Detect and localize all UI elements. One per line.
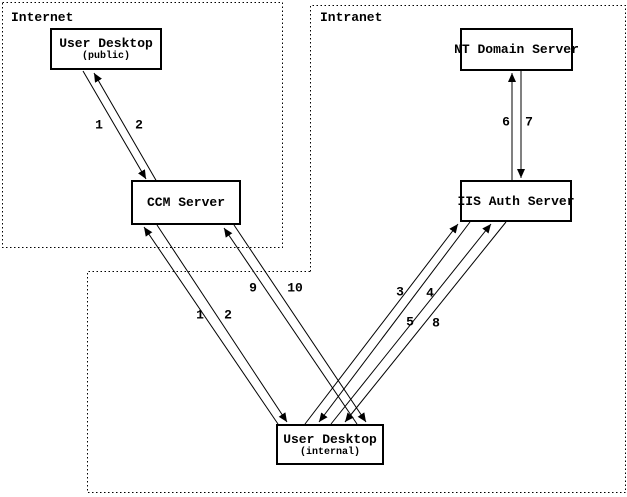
- intranet-zone-border: [87, 5, 626, 493]
- flow-label-8-iis-internal: 8: [432, 315, 440, 331]
- node-user-desktop-public-sublabel: (public): [81, 51, 130, 62]
- flow-line-9-internal-to-ccm: [223, 227, 358, 425]
- flow-label-2-ccm-internal: 2: [224, 307, 232, 323]
- node-ccm-server-label: CCM Server: [146, 195, 225, 210]
- flow-line-5-internal-to-iis: [330, 223, 492, 425]
- flow-label-7-ntdomain-iis: 7: [525, 114, 533, 130]
- node-user-desktop-internal-sublabel: (internal): [299, 446, 360, 458]
- node-nt-domain-server: NT Domain Server: [454, 28, 579, 71]
- node-user-desktop-public: User Desktop (public): [50, 28, 162, 70]
- flow-label-4-iis-internal: 4: [426, 285, 434, 301]
- node-user-desktop-internal: User Desktop (internal): [276, 424, 384, 465]
- flow-line-2-ccm-to-public: [93, 72, 158, 183]
- flow-line-8-iis-to-internal: [344, 221, 507, 423]
- flow-line-2-ccm-to-internal: [156, 224, 288, 423]
- flow-label-10-ccm-internal: 10: [287, 280, 303, 296]
- flow-label-1-internal-ccm: 1: [196, 307, 204, 323]
- node-nt-domain-server-label: NT Domain Server: [454, 42, 579, 57]
- flow-line-1-internal-to-ccm: [143, 226, 279, 425]
- node-iis-auth-server: IIS Auth Server: [457, 180, 575, 222]
- flow-label-5-internal-iis: 5: [406, 314, 414, 330]
- internet-zone-border: [2, 2, 283, 248]
- node-iis-auth-server-label: IIS Auth Server: [457, 193, 575, 209]
- flow-label-9-internal-ccm: 9: [249, 280, 257, 296]
- flow-label-1-public-ccm: 1: [95, 117, 103, 133]
- node-ccm-server: CCM Server: [131, 180, 241, 225]
- node-user-desktop-public-label: User Desktop: [59, 36, 153, 51]
- node-user-desktop-internal-label: User Desktop: [283, 431, 377, 447]
- flow-label-3-internal-iis: 3: [396, 284, 404, 300]
- flow-line-1-public-to-ccm: [82, 70, 147, 180]
- flow-label-6-iis-ntdomain: 6: [502, 114, 510, 130]
- internet-zone-label: Internet: [11, 10, 74, 25]
- flow-line-3-internal-to-iis: [304, 223, 459, 425]
- intranet-zone-label: Intranet: [320, 10, 383, 25]
- flow-line-10-ccm-to-internal: [233, 224, 367, 423]
- flow-line-4-iis-to-internal: [318, 221, 471, 423]
- flow-label-2-ccm-public: 2: [135, 117, 143, 133]
